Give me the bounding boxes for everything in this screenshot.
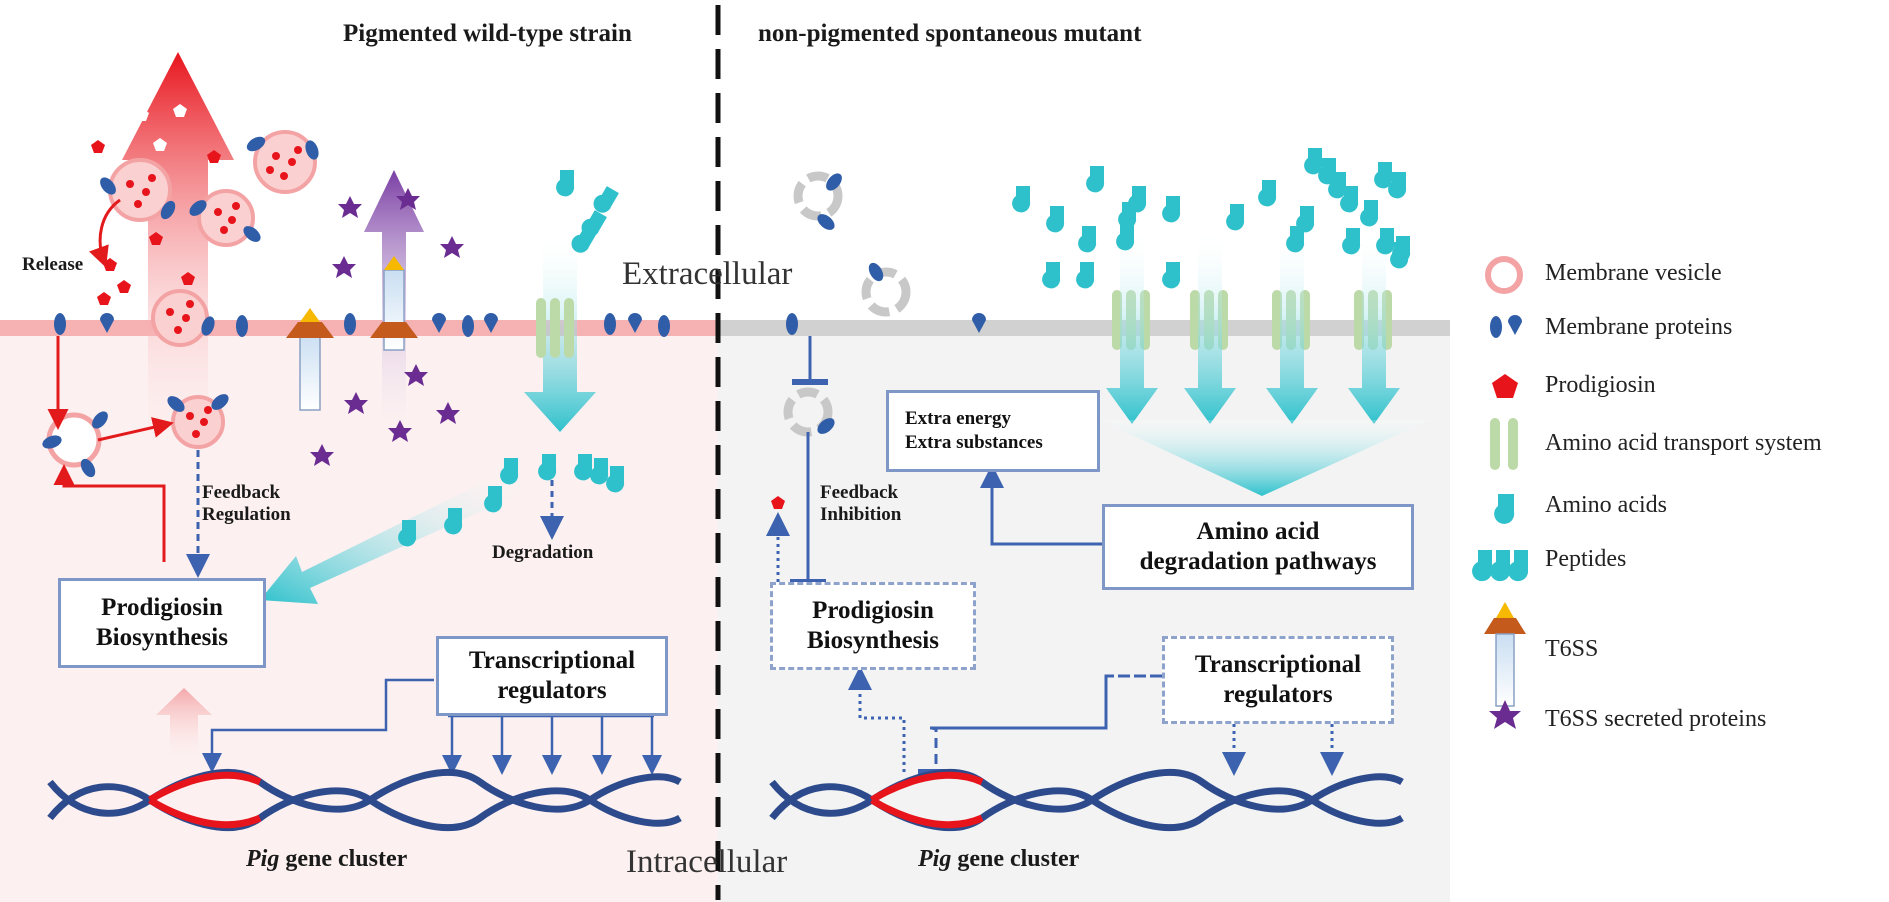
prodigiosin-export-arrow — [122, 52, 234, 470]
left-panel-title: Pigmented wild-type strain — [343, 20, 632, 47]
amino-acid-degradation-box: Amino acid degradation pathways — [1102, 504, 1414, 590]
prodigiosin-in-arrow — [135, 104, 187, 151]
membrane-proteins-icon — [1490, 315, 1522, 338]
extracellular-label: Extracellular — [622, 256, 793, 292]
release-label: Release — [22, 254, 84, 275]
transcriptional-regulators-box-left: Transcriptional regulators — [436, 636, 668, 716]
t6ss-apparatus-1 — [286, 308, 334, 411]
amino-acid-icon — [1494, 494, 1515, 524]
membrane-proteins-right — [786, 173, 986, 434]
amino-acids-right — [1012, 148, 1411, 289]
membrane-vesicle-icon — [1485, 256, 1523, 294]
legend-transport-system: Amino acid transport system — [1545, 430, 1822, 456]
amino-acid-to-biosynthesis-arrow — [260, 468, 524, 604]
intracellular-label: Intracellular — [626, 844, 788, 880]
feedback-inhibition-label: Feedback Inhibition — [820, 482, 902, 525]
prodigiosin-icon — [1492, 374, 1518, 398]
energy-arrow — [980, 464, 1102, 546]
t6ss-icon — [1484, 602, 1526, 707]
legend-membrane-vesicle: Membrane vesicle — [1545, 260, 1722, 286]
membrane-mutant — [718, 320, 1450, 336]
legend-membrane-proteins: Membrane proteins — [1545, 314, 1733, 340]
gene-cluster-label-left: Pig gene cluster — [246, 846, 408, 872]
t6ss-secreted-protein-icon — [1489, 700, 1521, 729]
gene-cluster-label-right: Pig gene cluster — [918, 846, 1080, 872]
transport-system-icon — [1490, 418, 1518, 470]
peptides-icon — [1472, 550, 1529, 582]
right-panel-title: non-pigmented spontaneous mutant — [758, 20, 1142, 47]
legend-prodigiosin: Prodigiosin — [1545, 372, 1656, 398]
gene-to-biosynthesis-right — [848, 666, 906, 772]
feedback-regulation-label: Feedback Regulation — [202, 482, 291, 525]
legend-t6ss-secreted-proteins: T6SS secreted proteins — [1545, 706, 1767, 732]
extra-energy-box: Extra energy Extra substances — [886, 390, 1100, 472]
gene-to-biosynthesis-arrow — [156, 688, 212, 772]
membrane-proteins-left — [54, 313, 670, 337]
t6ss-secreted-proteins-left — [310, 188, 464, 466]
feedback-inhibition-lines — [766, 336, 828, 585]
transport-system-left — [536, 298, 574, 358]
inhibition-route-right — [918, 674, 1162, 775]
amino-acids-left — [398, 170, 625, 547]
prodigiosin-biosynthesis-box-left: Prodigiosin Biosynthesis — [58, 578, 266, 668]
vesicle-flow-arrows — [47, 198, 174, 562]
degradation-label: Degradation — [492, 542, 594, 563]
legend-peptides: Peptides — [1545, 546, 1627, 572]
prodigiosin-biosynthesis-box-right: Prodigiosin Biosynthesis — [770, 582, 976, 670]
legend-amino-acids: Amino acids — [1545, 492, 1667, 518]
uptake-arrows-right — [1100, 230, 1430, 496]
transcriptional-regulators-box-right: Transcriptional regulators — [1162, 636, 1394, 724]
legend-icons — [1472, 256, 1529, 729]
t6ss-apparatus-2 — [370, 256, 418, 351]
dna-helix-left — [47, 768, 682, 832]
legend-t6ss: T6SS — [1545, 636, 1599, 662]
dna-helix-right — [769, 768, 1404, 832]
regulator-arrows-left — [202, 678, 662, 775]
